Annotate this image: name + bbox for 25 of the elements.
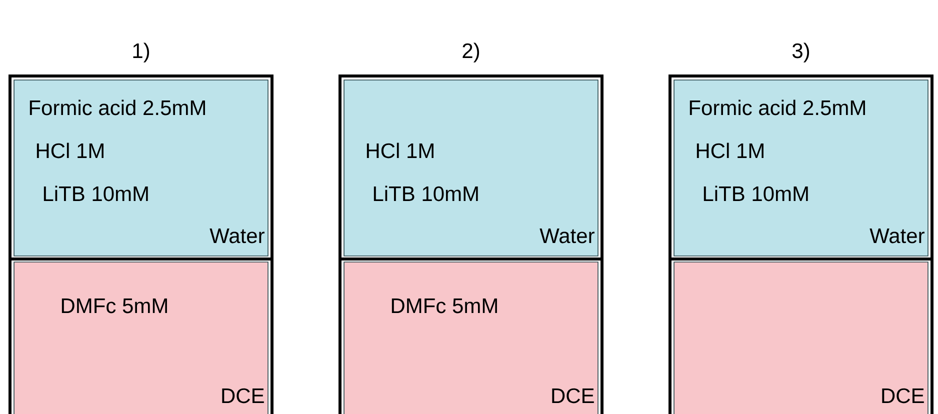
composition-label: LiTB 10mM [704,186,808,202]
composition-label: HCl 1M [366,142,434,158]
phase-box [10,258,272,414]
composition-label: DMFc 5mM [62,298,167,314]
node-label: 1) [133,42,150,62]
composition-label: LiTB 10mM [44,186,148,202]
composition-label: HCl 1M [36,142,104,158]
phase-label: DCE [552,388,594,404]
phase-box [14,80,268,256]
phase-label: DCE [222,388,264,404]
composition-label: HCl 1M [696,142,764,158]
phase-box [670,258,932,414]
node-label: 2) [462,42,480,62]
phase-box [674,80,928,256]
phase-label: Water [870,228,924,244]
composition-label: LiTB 10mM [374,186,478,202]
composition-label: DMFc 5mM [392,298,497,314]
phase-box [344,80,598,256]
composition-label: Formic acid 2.5mM [690,100,865,116]
composition-label: Formic acid 2.5mM [30,100,205,116]
node-label: 3) [792,42,810,62]
phase-label: DCE [882,388,924,404]
phase-box [340,258,602,414]
phase-label: Water [210,228,264,244]
phase-label: Water [540,228,594,244]
